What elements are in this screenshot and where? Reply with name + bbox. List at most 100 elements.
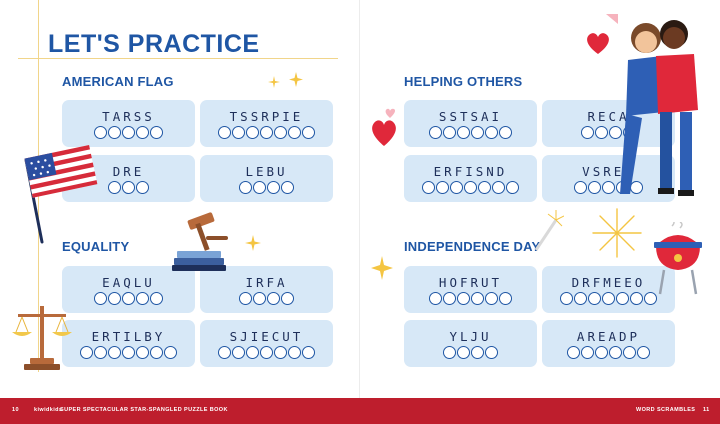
letter-circle[interactable] <box>443 345 456 359</box>
letter-circle[interactable] <box>108 125 121 139</box>
letter-circle[interactable] <box>436 180 449 194</box>
letter-circle[interactable] <box>471 345 484 359</box>
letter-circle[interactable] <box>644 291 657 305</box>
letter-circle[interactable] <box>443 125 456 139</box>
letter-circle[interactable] <box>274 125 287 139</box>
letter-circle[interactable] <box>150 345 163 359</box>
letter-circle[interactable] <box>609 125 622 139</box>
letter-circle[interactable] <box>122 345 135 359</box>
letter-circle[interactable] <box>464 180 477 194</box>
letter-circle[interactable] <box>492 180 505 194</box>
letter-circle[interactable] <box>302 345 315 359</box>
answer-circles[interactable] <box>108 180 149 194</box>
letter-circle[interactable] <box>232 345 245 359</box>
letter-circle[interactable] <box>108 345 121 359</box>
letter-circle[interactable] <box>253 291 266 305</box>
letter-circle[interactable] <box>581 345 594 359</box>
letter-circle[interactable] <box>136 125 149 139</box>
letter-circle[interactable] <box>609 345 622 359</box>
letter-circle[interactable] <box>478 180 491 194</box>
letter-circle[interactable] <box>429 125 442 139</box>
letter-circle[interactable] <box>574 291 587 305</box>
answer-circles[interactable] <box>239 180 294 194</box>
letter-circle[interactable] <box>122 125 135 139</box>
letter-circle[interactable] <box>122 291 135 305</box>
letter-circle[interactable] <box>471 291 484 305</box>
letter-circle[interactable] <box>450 180 463 194</box>
letter-circle[interactable] <box>288 345 301 359</box>
letter-circle[interactable] <box>218 345 231 359</box>
answer-circles[interactable] <box>94 291 163 305</box>
letter-circle[interactable] <box>246 125 259 139</box>
letter-circle[interactable] <box>80 345 93 359</box>
letter-circle[interactable] <box>267 291 280 305</box>
letter-circle[interactable] <box>281 291 294 305</box>
letter-circle[interactable] <box>260 345 273 359</box>
letter-circle[interactable] <box>260 125 273 139</box>
answer-circles[interactable] <box>560 291 657 305</box>
letter-circle[interactable] <box>136 291 149 305</box>
letter-circle[interactable] <box>588 291 601 305</box>
letter-circle[interactable] <box>457 125 470 139</box>
letter-circle[interactable] <box>232 125 245 139</box>
answer-circles[interactable] <box>239 291 294 305</box>
answer-circles[interactable] <box>94 125 163 139</box>
letter-circle[interactable] <box>422 180 435 194</box>
answer-circles[interactable] <box>443 345 498 359</box>
letter-circle[interactable] <box>588 180 601 194</box>
letter-circle[interactable] <box>506 180 519 194</box>
answer-circles[interactable] <box>218 345 315 359</box>
letter-circle[interactable] <box>602 291 615 305</box>
letter-circle[interactable] <box>443 291 456 305</box>
letter-circle[interactable] <box>108 291 121 305</box>
letter-circle[interactable] <box>267 180 280 194</box>
answer-circles[interactable] <box>567 345 650 359</box>
letter-circle[interactable] <box>274 345 287 359</box>
letter-circle[interactable] <box>150 125 163 139</box>
letter-circle[interactable] <box>602 180 615 194</box>
answer-circles[interactable] <box>429 291 512 305</box>
letter-circle[interactable] <box>560 291 573 305</box>
letter-circle[interactable] <box>485 291 498 305</box>
letter-circle[interactable] <box>637 345 650 359</box>
letter-circle[interactable] <box>164 345 177 359</box>
letter-circle[interactable] <box>281 180 294 194</box>
letter-circle[interactable] <box>136 345 149 359</box>
page-border-horizontal <box>18 58 338 59</box>
letter-circle[interactable] <box>253 180 266 194</box>
letter-circle[interactable] <box>108 180 121 194</box>
letter-circle[interactable] <box>94 345 107 359</box>
letter-circle[interactable] <box>136 180 149 194</box>
letter-circle[interactable] <box>581 125 594 139</box>
letter-circle[interactable] <box>94 291 107 305</box>
letter-circle[interactable] <box>616 291 629 305</box>
letter-circle[interactable] <box>574 180 587 194</box>
answer-circles[interactable] <box>80 345 177 359</box>
letter-circle[interactable] <box>630 291 643 305</box>
letter-circle[interactable] <box>429 291 442 305</box>
letter-circle[interactable] <box>499 291 512 305</box>
letter-circle[interactable] <box>94 125 107 139</box>
letter-circle[interactable] <box>623 345 636 359</box>
sparkle-icon <box>245 235 261 251</box>
letter-circle[interactable] <box>302 125 315 139</box>
letter-circle[interactable] <box>288 125 301 139</box>
answer-circles[interactable] <box>218 125 315 139</box>
answer-circles[interactable] <box>422 180 519 194</box>
letter-circle[interactable] <box>595 125 608 139</box>
letter-circle[interactable] <box>485 125 498 139</box>
letter-circle[interactable] <box>239 291 252 305</box>
letter-circle[interactable] <box>239 180 252 194</box>
answer-circles[interactable] <box>429 125 512 139</box>
letter-circle[interactable] <box>122 180 135 194</box>
letter-circle[interactable] <box>457 345 470 359</box>
letter-circle[interactable] <box>457 291 470 305</box>
letter-circle[interactable] <box>485 345 498 359</box>
letter-circle[interactable] <box>218 125 231 139</box>
letter-circle[interactable] <box>499 125 512 139</box>
letter-circle[interactable] <box>471 125 484 139</box>
letter-circle[interactable] <box>567 345 580 359</box>
letter-circle[interactable] <box>246 345 259 359</box>
letter-circle[interactable] <box>150 291 163 305</box>
letter-circle[interactable] <box>595 345 608 359</box>
